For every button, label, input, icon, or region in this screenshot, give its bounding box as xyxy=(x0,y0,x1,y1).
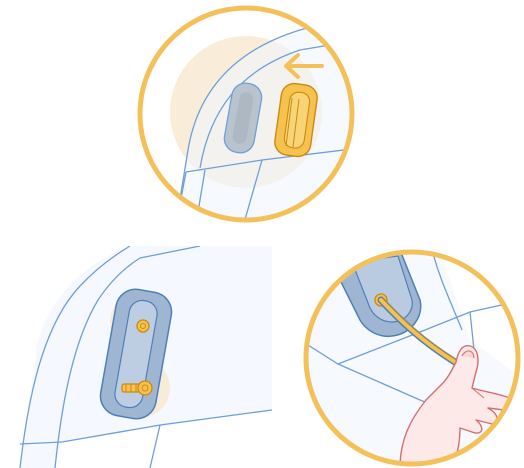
panel-top xyxy=(140,8,360,230)
upper-screw xyxy=(137,320,149,332)
panel-bottom-left xyxy=(20,246,272,468)
panel-bottom-right xyxy=(300,250,524,468)
